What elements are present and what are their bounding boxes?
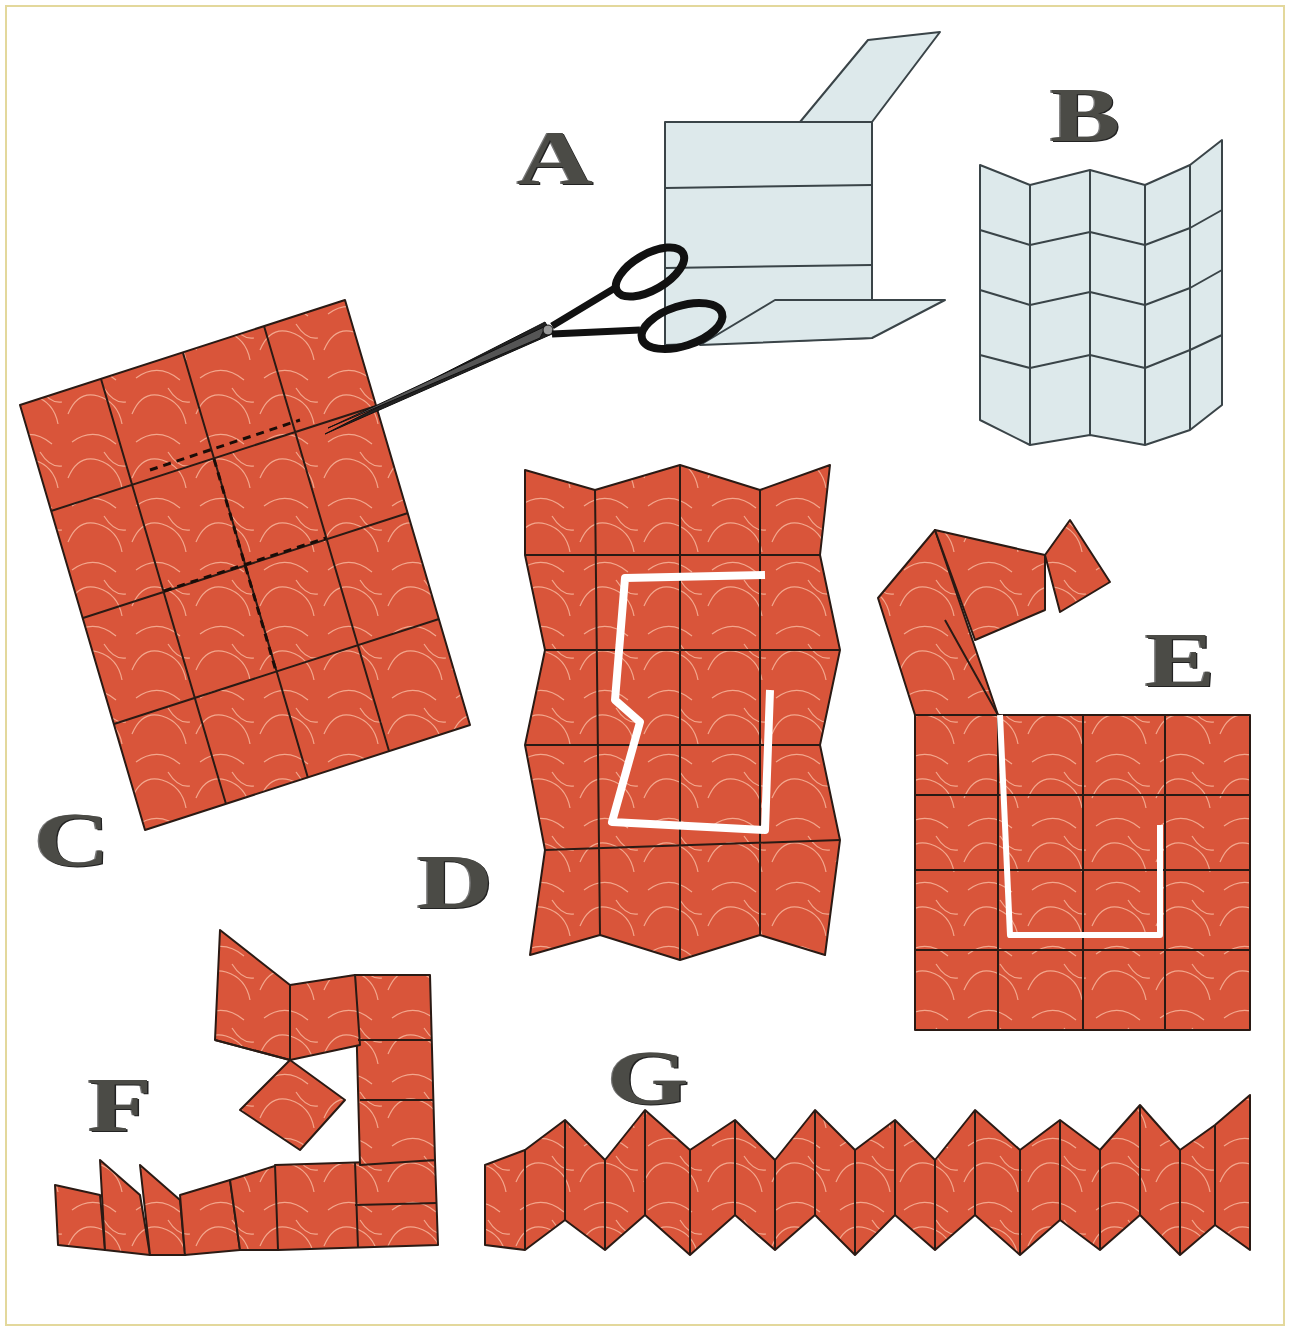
- spiral-strip-f: [55, 930, 438, 1255]
- figure-letter: G: [607, 1039, 689, 1117]
- cut-sheet-d: [525, 465, 840, 960]
- folded-cylinder-b: [980, 140, 1222, 445]
- folded-sheet-a: [665, 32, 945, 345]
- frame: [6, 6, 1284, 1325]
- zigzag-strip-g: [485, 1095, 1250, 1255]
- figure-letter: C: [34, 801, 110, 879]
- scissors: [325, 237, 728, 434]
- cut-sheet-e: [878, 520, 1250, 1030]
- figure-letter: A: [517, 119, 593, 197]
- grid-sheet-c: [20, 300, 470, 830]
- figure-letter: E: [1145, 621, 1215, 699]
- figure-letter: F: [88, 1066, 152, 1144]
- figure-letter: B: [1050, 76, 1120, 154]
- figure-letter: D: [417, 843, 493, 921]
